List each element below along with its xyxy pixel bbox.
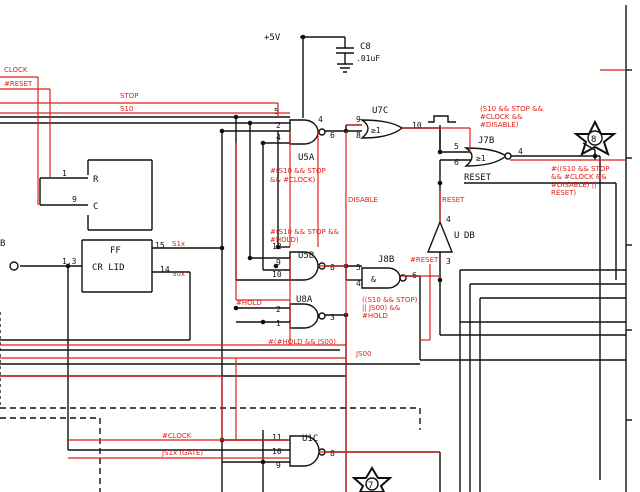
svg-text:5: 5: [274, 107, 279, 116]
svg-text:5: 5: [454, 142, 459, 151]
svg-text:11: 11: [272, 433, 282, 442]
svg-text:9: 9: [276, 258, 281, 267]
svg-text:U8A: U8A: [296, 295, 313, 305]
svg-text:6: 6: [454, 158, 459, 167]
svg-text:4: 4: [446, 215, 451, 224]
red-annotations: CLOCK #RESET STOP S10 S1x S0x DISABLE RE…: [0, 66, 626, 492]
buffer-u-db: 4 3 U DB: [446, 215, 475, 266]
label-reset-hash: #RESET: [410, 256, 439, 264]
offpage-label-b: B: [0, 239, 5, 249]
gate-u5b: 12 9 10 8 U5B: [272, 242, 335, 281]
svg-text:3: 3: [446, 257, 451, 266]
svg-text:FF: FF: [110, 246, 121, 256]
svg-text:DB: DB: [464, 231, 475, 241]
expr-u7c-line2: #CLOCK &&: [480, 113, 523, 121]
label-js00: JS00: [355, 350, 371, 358]
svg-text:J7B: J7B: [478, 136, 494, 146]
svg-text:R: R: [93, 175, 99, 185]
svg-text:≥1: ≥1: [476, 154, 486, 163]
gate-u5a: 5 2 4 4 6 U5A: [274, 107, 335, 163]
svg-text:12: 12: [272, 242, 282, 251]
label-reset-top: RESET: [442, 196, 465, 204]
label-js1x: JS1x (GATE): [161, 449, 203, 457]
svg-text:U7C: U7C: [372, 106, 388, 116]
svg-text:4: 4: [356, 279, 361, 288]
label-hclock: #CLOCK: [162, 432, 192, 440]
expr-j7b-line3: #DISABLE) ||: [551, 181, 596, 189]
expr-u5b-line1: #(S10 && STOP &&: [270, 228, 339, 236]
svg-text:1: 1: [276, 319, 281, 328]
black-wiring: [0, 5, 632, 492]
gate-u7c: ≥1 9 8 10 U7C: [356, 106, 422, 140]
svg-text:9: 9: [276, 461, 281, 470]
svg-text:2: 2: [276, 305, 281, 314]
expr-j8b-line3: #HOLD: [362, 312, 388, 320]
expr-j7b-line1: #((S10 && STOP: [551, 165, 610, 173]
svg-text:15: 15: [155, 241, 165, 250]
expr-u8a: #(#HOLD && JS00): [268, 338, 336, 346]
svg-text:3: 3: [330, 313, 335, 322]
svg-text:J8B: J8B: [378, 255, 394, 265]
flip-flop-block: FF CR LID R C 1 9 1.3 15 14: [62, 169, 170, 274]
svg-text:9: 9: [72, 195, 77, 204]
svg-text:.01uF: .01uF: [356, 54, 380, 63]
label-stop: STOP: [120, 92, 138, 100]
gate-u8a: 2 1 3 U8A: [276, 295, 335, 329]
svg-text:U1C: U1C: [302, 434, 318, 444]
svg-text:8: 8: [356, 131, 361, 140]
svg-text:2: 2: [276, 121, 281, 130]
svg-text:4: 4: [318, 115, 323, 124]
svg-text:&: &: [371, 275, 376, 284]
label-disable: DISABLE: [348, 196, 378, 204]
label-s0x: S0x: [172, 270, 185, 278]
gate-j8b: & 5 4 6 J8B: [356, 255, 417, 289]
expr-u5a-line2: && #CLOCK): [270, 176, 316, 184]
capacitor-c8: +5V C8 .01uF: [264, 33, 380, 63]
expr-u7c-line1: (S10 && STOP &&: [480, 105, 544, 113]
svg-text:U5A: U5A: [298, 153, 315, 163]
svg-text:4: 4: [276, 133, 281, 142]
svg-text:U: U: [454, 231, 459, 241]
label-hold: #HOLD: [236, 299, 262, 307]
svg-text:9: 9: [356, 115, 361, 124]
offpage-connector-8: 8: [573, 119, 617, 157]
expr-j7b-line4: RESET): [551, 189, 576, 197]
svg-text:1: 1: [62, 169, 67, 178]
gate-j7b: ≥1 5 6 4 J7B RESET: [454, 136, 523, 183]
svg-text:RESET: RESET: [464, 173, 492, 183]
svg-text:+5V: +5V: [264, 33, 281, 43]
svg-text:U5B: U5B: [298, 251, 314, 261]
svg-text:1.3: 1.3: [62, 257, 77, 266]
svg-text:C8: C8: [360, 42, 371, 52]
expr-u7c-line3: #DISABLE): [480, 121, 519, 129]
label-s1x: S1x: [172, 240, 185, 248]
expr-j7b-line2: && #CLOCK &&: [551, 173, 607, 181]
svg-text:6: 6: [330, 131, 335, 140]
svg-text:CR LID: CR LID: [92, 263, 125, 273]
expr-j8b-line2: || JS00) &&: [362, 304, 401, 312]
svg-text:14: 14: [160, 265, 170, 274]
svg-text:10: 10: [412, 121, 422, 130]
svg-text:10: 10: [272, 270, 282, 279]
svg-text:5: 5: [356, 263, 361, 272]
svg-text:10: 10: [272, 447, 282, 456]
svg-text:8: 8: [591, 135, 596, 145]
label-reset: #RESET: [4, 80, 33, 88]
svg-text:4: 4: [518, 147, 523, 156]
svg-text:7: 7: [368, 481, 373, 491]
gate-u1c: 11 10 9 8 U1C: [272, 433, 335, 470]
label-clock: CLOCK: [4, 66, 28, 74]
expr-j8b-line1: ((S10 && STOP): [362, 296, 418, 304]
svg-text:8: 8: [330, 449, 335, 458]
svg-text:C: C: [93, 202, 98, 212]
svg-text:8: 8: [330, 263, 335, 272]
expr-u5b-line2: #HOLD): [270, 236, 299, 244]
offpage-connector-7: 7: [351, 466, 393, 492]
expr-u5a-line1: #(S10 && STOP: [270, 167, 326, 175]
label-s10: S10: [120, 105, 133, 113]
svg-text:≥1: ≥1: [371, 126, 381, 135]
